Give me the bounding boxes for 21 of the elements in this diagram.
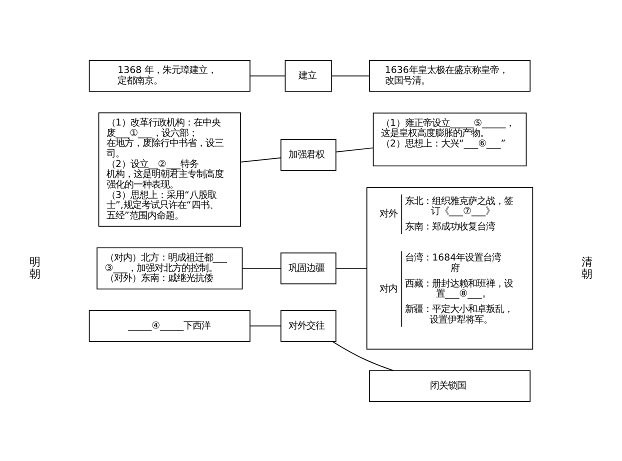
node-box: 建立 xyxy=(284,60,332,92)
connector xyxy=(332,340,394,370)
connector xyxy=(331,74,370,76)
label: 明朝 xyxy=(30,254,41,280)
node-box: 闭关锁国 xyxy=(369,370,531,402)
node-box: 巩固边疆 xyxy=(280,252,336,284)
connector xyxy=(250,74,286,76)
node-box: 1368 年，朱元璋建立，定都南京。 xyxy=(88,60,250,92)
node-box: （1）雍正帝设立_____⑤_____，这是皇权高度膨胀的产物。 （2）思想上：大兴“___⑥___” xyxy=(372,112,527,166)
connector xyxy=(242,267,282,268)
connector xyxy=(250,325,282,326)
label: 清朝 xyxy=(581,254,592,280)
node-box: （对内）北方：明成祖迁都___③___，加强对北方的控制。 （对外）东南：戚继光抗倭 xyxy=(96,246,243,289)
node-box: 对外交往 xyxy=(280,310,336,342)
node-box: 1636年皇太极在盛京称皇帝，改国号清。 xyxy=(369,60,531,92)
connector xyxy=(240,156,282,162)
node-box: _____④_____下西洋 xyxy=(88,310,250,342)
connector xyxy=(336,146,374,152)
connector xyxy=(336,267,367,268)
node-box: 加强君权 xyxy=(280,138,336,170)
node-box: （1）改革行政机构：在中央废___①___，设六部；在地方，废除行中书省，设三司。 （2）设立__②___特务机构，这是明朝君主专制高度强化的一种表现。 （3）思想上：采用“八股取士”,规定考试只许在“四书、五经”范围内命题。 xyxy=(98,112,241,226)
